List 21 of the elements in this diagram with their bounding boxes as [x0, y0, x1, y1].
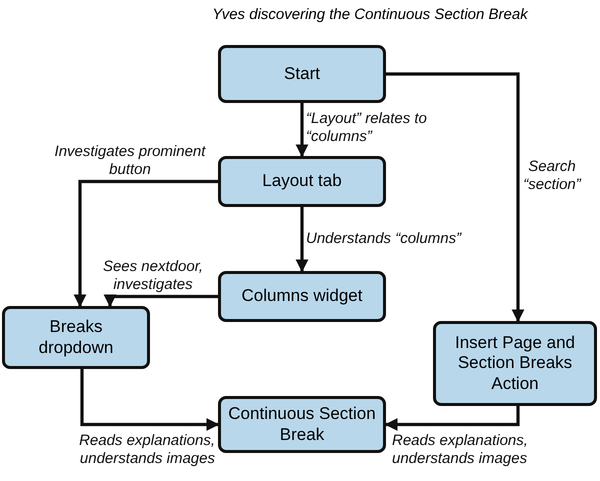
arrow — [296, 207, 308, 272]
arrow — [384, 406, 520, 431]
process-box: Layout tab — [218, 156, 386, 207]
arrow — [386, 72, 524, 322]
diagram-title: Yves discovering the Continuous Section Break — [211, 6, 530, 23]
edge-label: Sees nextdoor, investigates — [102, 258, 204, 294]
process-box: Start — [218, 45, 386, 103]
edge-label: Search “section” — [522, 158, 582, 194]
edge-label: Reads explanations, understands images — [78, 432, 215, 468]
arrow — [80, 369, 220, 431]
arrow — [104, 294, 218, 308]
edge-label: Understands “columns” — [306, 230, 463, 248]
process-box: Breaks dropdown — [2, 306, 150, 369]
edge-label: “Layout” relates to “columns” — [306, 110, 428, 146]
edge-label: Reads explanations, understands images — [392, 432, 529, 468]
process-box: Columns widget — [218, 271, 386, 322]
arrow — [74, 180, 218, 308]
arrow — [296, 103, 308, 158]
process-box: Continuous Section Break — [218, 396, 386, 453]
edge-label: Investigates prominent button — [54, 143, 207, 179]
process-box: Insert Page and Section Breaks Action — [433, 321, 597, 406]
